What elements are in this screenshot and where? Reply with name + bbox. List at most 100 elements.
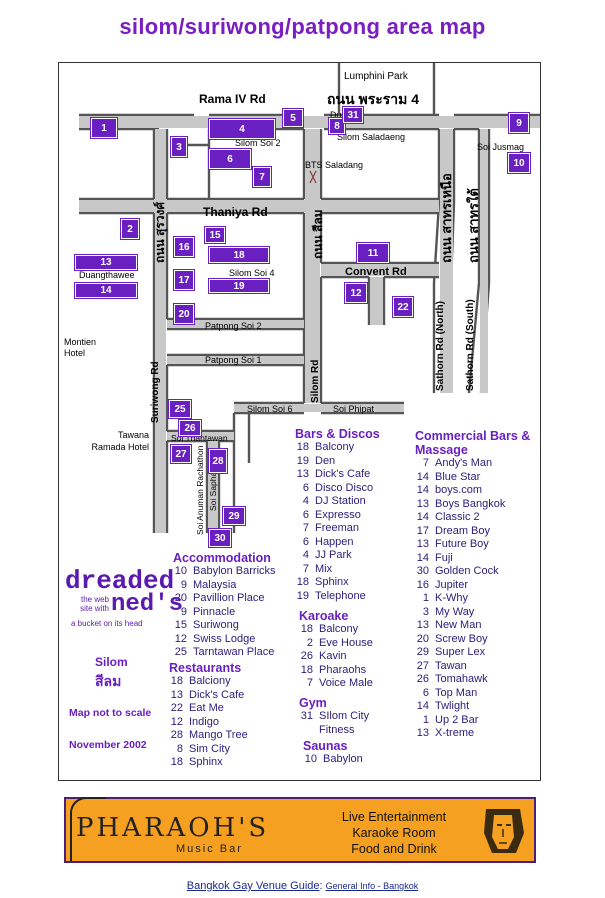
venue-name: Screw Boy [435,632,488,645]
venue-marker-17[interactable]: 17 [174,270,194,290]
venue-marker-14[interactable]: 14 [75,283,137,298]
venue-name: Sphinx [315,576,349,588]
venue-marker-22[interactable]: 22 [393,297,413,317]
venue-number: 13 [416,727,429,739]
suriwong-road-label: Suriwong Rd [150,361,161,423]
venue-number: 18 [170,675,183,687]
venue-marker-1[interactable]: 1 [91,118,117,138]
venue-name: Fitness [319,723,355,736]
venue-marker-28[interactable]: 28 [209,449,227,473]
venue-marker-10[interactable]: 10 [508,153,530,173]
venue-number: 7 [302,562,309,575]
silom-soi2-label: Silom Soi 2 [235,138,281,148]
road-network [79,63,540,533]
venue-number: 15 [174,619,187,631]
venue-name: Expresso [315,508,361,521]
venue-marker-20[interactable]: 20 [174,304,194,324]
venue-number: 10 [174,565,187,577]
venue-number: 14 [416,484,429,496]
montien-hotel-label: Montien Hotel [64,337,97,358]
venue-marker-19[interactable]: 19 [209,279,269,293]
venue-name: SIlom City [319,710,370,722]
silom-soi4-label: Silom Soi 4 [229,268,275,278]
venue-name: Den [315,454,336,467]
silom-soi6-label: Silom Soi 6 [247,404,293,414]
venue-marker-11[interactable]: 11 [357,243,389,263]
venue-name: Kavin [319,650,347,662]
venue-marker-7[interactable]: 7 [253,167,271,187]
logo-small3: a bucket on its head [71,619,143,628]
venue-marker-18[interactable]: 18 [209,247,269,263]
venue-marker-8[interactable]: 8 [329,118,345,134]
venue-marker-27[interactable]: 27 [171,445,191,463]
soi-anuman-label: Soi Anuman Rachathon [195,445,205,535]
venue-number: 19 [296,454,309,467]
venue-name: Voice Male [319,677,373,689]
venue-number: 16 [416,578,429,591]
venue-marker-16[interactable]: 16 [174,237,194,257]
venue-number: 31 [300,710,313,722]
venue-name: My Way [435,605,475,618]
venue-marker-12[interactable]: 12 [345,283,367,303]
pharaohs-banner[interactable]: PHARAOH'S Music Bar Live Entertainment K… [64,797,536,863]
venue-name: Andy's Man [435,457,493,469]
venue-marker-4[interactable]: 4 [209,119,275,139]
venue-marker-3[interactable]: 3 [171,137,187,157]
venue-marker-29[interactable]: 29 [223,507,245,525]
venue-marker-30[interactable]: 30 [209,529,231,547]
venue-name: Babylon [323,753,363,765]
venue-name: Babylon Barricks [193,565,276,577]
general-info-link[interactable]: General Info - Bangkok [325,881,419,891]
logo-line2: ned's [111,591,184,618]
venue-marker-26[interactable]: 26 [179,420,201,436]
venue-name: boys.com [435,484,483,496]
venue-marker-9[interactable]: 9 [509,113,529,133]
gym-list-item: Fitness [299,724,369,738]
venue-name: Twlight [435,700,470,712]
commercial-list-item: 29 Super Lex [415,646,535,660]
venue-number: 13 [296,468,309,480]
venue-marker-6[interactable]: 6 [209,149,251,169]
venue-name: Pavillion Place [193,592,265,604]
venue-marker-13[interactable]: 13 [75,255,137,270]
banner-line-2: Karaoke Room [352,826,436,840]
venue-name: New Man [435,619,482,631]
venue-number: 29 [416,646,429,658]
pharaoh-face-icon [484,809,524,853]
venue-marker-31[interactable]: 31 [343,107,363,123]
accommodation-heading: Accommodation [173,551,271,565]
gym-list-item: 31 SIlom City [299,710,369,724]
banner-sub: Music Bar [176,843,243,855]
venue-marker-25[interactable]: 25 [169,400,191,418]
banner-brand: PHARAOH'S [76,813,270,843]
suriwong-thai-label: ถนน สุรวงศ์ [153,202,167,263]
venue-marker-5[interactable]: 5 [283,109,303,127]
venue-guide-link[interactable]: Bangkok Gay Venue Guide [186,880,320,892]
venue-marker-15[interactable]: 15 [205,227,225,243]
venue-name: Telephone [315,589,366,602]
venue-marker-2[interactable]: 2 [121,219,139,239]
soi-thantawan-label: Soi Thantawan [171,433,228,443]
venue-number: 2 [306,636,313,649]
venue-name: Super Lex [435,646,486,658]
venue-name: Balciony [189,675,231,687]
venue-name: Golden Cock [435,565,499,577]
soi-jusmag-label: Soi Jusmag [477,142,525,152]
